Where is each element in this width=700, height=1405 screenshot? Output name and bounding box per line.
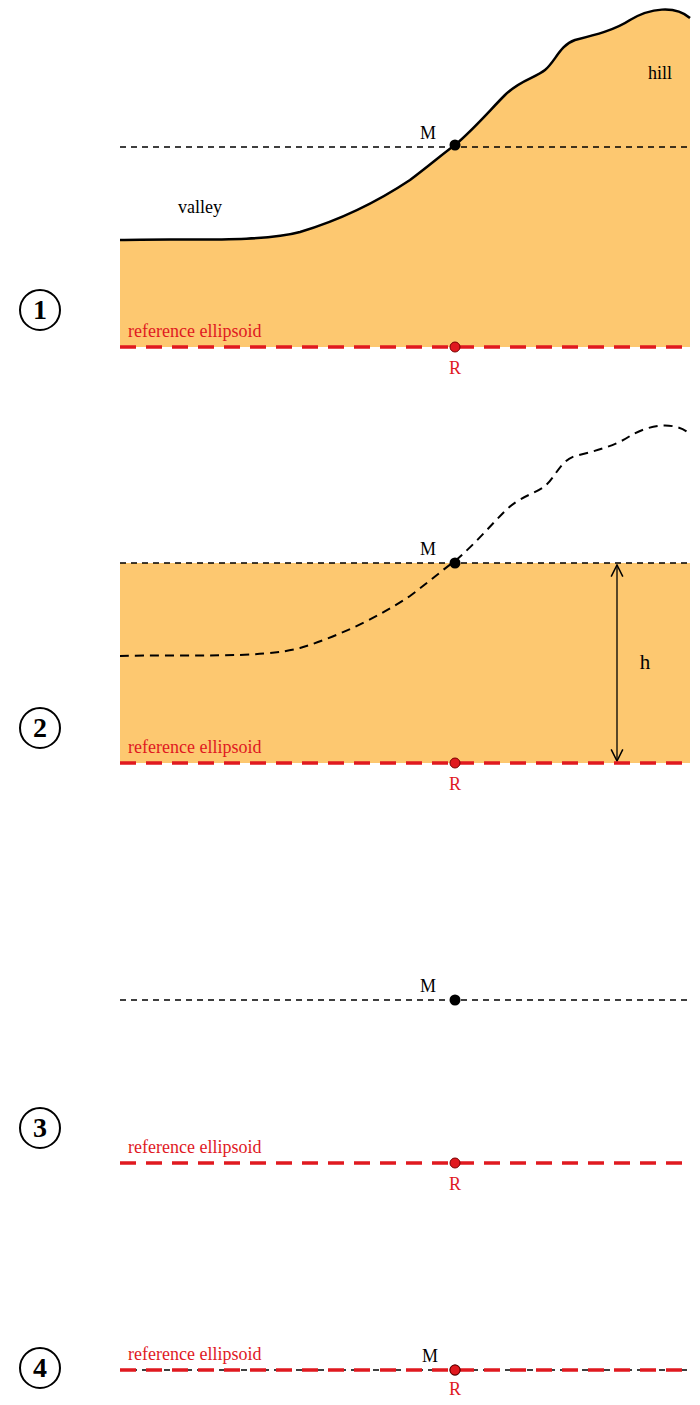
point-r — [450, 1158, 460, 1168]
ellipsoid-line — [120, 1368, 690, 1372]
point-label: M — [420, 540, 436, 560]
point-m — [450, 1365, 461, 1376]
panel-number: 1 — [19, 289, 61, 331]
point-label: R — [449, 1175, 461, 1195]
ellipsoid-line — [120, 1161, 690, 1165]
panel-number: 4 — [19, 1347, 61, 1389]
region-label: valley — [178, 198, 222, 218]
number-text: 1 — [33, 296, 47, 324]
level-line — [120, 999, 690, 1000]
layer-fill — [120, 563, 690, 763]
terrain-ghost — [120, 426, 690, 656]
terrain-fill — [120, 10, 690, 347]
point-r — [450, 758, 460, 768]
surface-label: reference ellipsoid — [128, 1345, 261, 1365]
level-line — [120, 1369, 690, 1370]
surface-label: reference ellipsoid — [128, 1138, 261, 1158]
number-text: 4 — [33, 1354, 47, 1382]
point-m — [450, 140, 461, 151]
panel-number: 3 — [19, 1107, 61, 1149]
point-r — [450, 1365, 460, 1375]
point-r — [450, 342, 460, 352]
surface-label: reference ellipsoid — [128, 738, 261, 758]
point-label: R — [449, 775, 461, 795]
ellipsoid-line — [120, 345, 690, 349]
number-text: 2 — [33, 714, 47, 742]
panel-number: 2 — [19, 707, 61, 749]
level-line — [120, 146, 690, 147]
number-text: 3 — [33, 1114, 47, 1142]
point-m — [450, 558, 461, 569]
point-label: R — [449, 1380, 461, 1400]
ellipsoid-line — [120, 761, 690, 765]
point-label: R — [449, 359, 461, 379]
point-label: M — [422, 1347, 438, 1367]
point-label: M — [420, 977, 436, 997]
surface-label: reference ellipsoid — [128, 322, 261, 342]
level-line — [120, 562, 690, 563]
height-arrow — [616, 565, 617, 761]
dimension-label: h — [640, 651, 651, 674]
point-m — [450, 995, 461, 1006]
region-label: hill — [648, 64, 672, 84]
terrain-outline — [120, 10, 690, 240]
point-label: M — [420, 124, 436, 144]
